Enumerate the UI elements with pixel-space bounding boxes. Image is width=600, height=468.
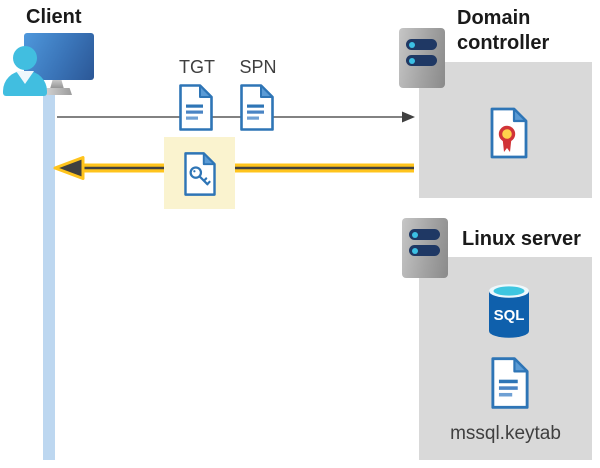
server-bar bbox=[409, 229, 440, 240]
server-led bbox=[412, 231, 418, 238]
domain-controller-server-icon bbox=[399, 28, 445, 88]
keytab-document-icon bbox=[491, 357, 529, 409]
server-bar bbox=[406, 39, 437, 50]
domain-controller-label: Domain controller bbox=[457, 7, 550, 54]
request-arrow bbox=[57, 111, 415, 123]
certificate-icon bbox=[490, 107, 528, 159]
monitor-stand-base bbox=[42, 88, 72, 95]
server-led bbox=[409, 41, 415, 48]
user-icon-collar bbox=[16, 71, 34, 84]
client-lifeline bbox=[43, 94, 55, 460]
server-led bbox=[409, 57, 415, 64]
client-label: Client bbox=[26, 6, 82, 28]
tgt-label: TGT bbox=[179, 57, 215, 77]
user-icon bbox=[13, 46, 37, 70]
spn-document-icon bbox=[240, 84, 274, 131]
spn-label: SPN bbox=[239, 57, 277, 77]
sql-label: SQL bbox=[494, 307, 525, 324]
server-bar bbox=[406, 55, 437, 66]
server-bar bbox=[409, 245, 440, 256]
keytab-filename-label: mssql.keytab bbox=[450, 423, 561, 444]
monitor-stand bbox=[50, 80, 64, 89]
sql-database-icon: SQL bbox=[489, 284, 529, 338]
server-led bbox=[412, 247, 418, 254]
tgt-document-icon bbox=[179, 84, 213, 131]
key-document-icon bbox=[184, 152, 216, 196]
linux-server-label: Linux server bbox=[462, 228, 581, 250]
linux-server-icon bbox=[402, 218, 448, 278]
